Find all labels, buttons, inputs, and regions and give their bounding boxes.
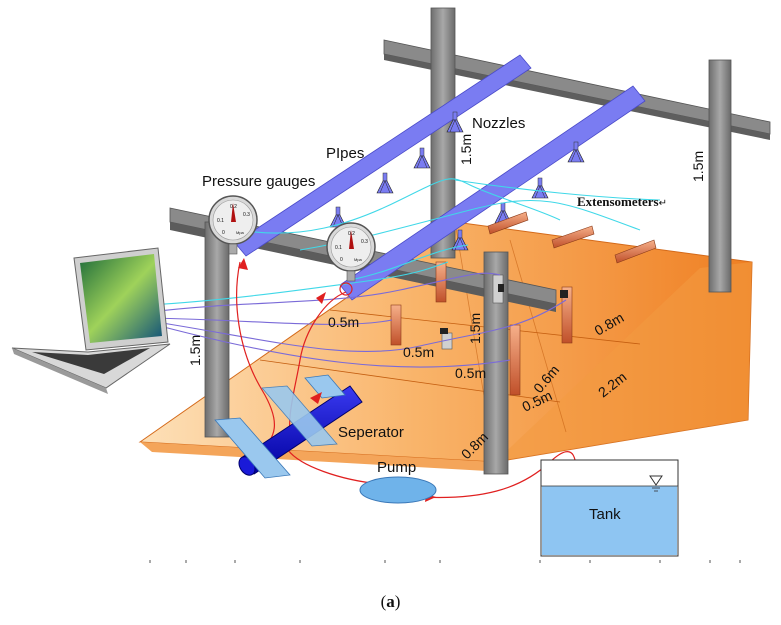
gauge-tick: 0.1 (335, 245, 342, 251)
label-pump: Pump (377, 459, 416, 476)
pump (359, 476, 437, 504)
pressure-gauge-left: 0.1 0.2 0.3 0 Mpa (208, 195, 258, 255)
figure-caption: (a) (380, 592, 401, 611)
baseline-ticks (149, 560, 741, 563)
label-seperator: Seperator (338, 424, 404, 441)
nozzle (376, 172, 394, 194)
pressure-gauge-right: 0.1 0.2 0.3 0 Mpa (326, 222, 376, 282)
gauge-unit: Mpa (236, 230, 245, 235)
pipe-left (234, 54, 532, 257)
nozzle (446, 111, 464, 133)
gauge-tick: 0.3 (361, 239, 368, 245)
separator (214, 374, 363, 479)
label-pipes: PIpes (326, 145, 364, 162)
water-tank (540, 459, 679, 557)
label-extensometers: Extensometers↵ (577, 194, 667, 209)
label-pressure-gauges: Pressure gauges (202, 173, 315, 190)
gauge-tick: 0 (340, 257, 343, 263)
gauge-tick: 0.2 (230, 204, 237, 210)
dim-post-back-right: 1.5m (690, 151, 706, 182)
dim-spacing: 0.5m (403, 344, 434, 360)
extensometers (390, 211, 657, 396)
label-tank: Tank (589, 506, 621, 523)
nozzle (531, 177, 549, 199)
dim-post-front-center: 1.5m (467, 313, 483, 344)
gauge-unit: Mpa (354, 257, 363, 262)
caption-letter: a (386, 592, 395, 611)
nozzle (413, 147, 431, 169)
gauge-tick: 0.2 (348, 231, 355, 237)
gauge-tick: 0.3 (243, 212, 250, 218)
dim-spacing: 0.5m (328, 314, 359, 330)
nozzle (567, 141, 585, 163)
gauge-tick: 0.1 (217, 218, 224, 224)
laptop-icon (11, 247, 171, 394)
label-nozzles: Nozzles (472, 115, 525, 132)
dim-spacing: 0.5m (455, 365, 486, 381)
dim-post-back-center: 1.5m (458, 134, 474, 165)
gauge-tick: 0 (222, 230, 225, 236)
dim-post-front-left: 1.5m (187, 335, 203, 366)
